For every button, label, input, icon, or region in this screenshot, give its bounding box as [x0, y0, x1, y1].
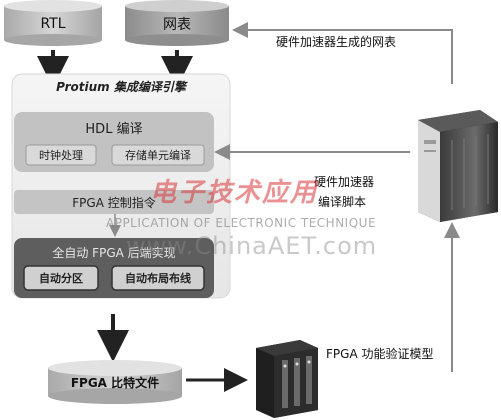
backend-title: 全自动 FPGA 后端实现 — [52, 246, 176, 260]
bitfile-cylinder — [48, 360, 182, 404]
watermark-url: www.ChinaAET.com — [126, 232, 378, 260]
watermark-cn: 电子技术应用 — [150, 178, 319, 208]
arrow-hw-netlist — [232, 22, 453, 84]
hdl-compile-title: HDL 编译 — [85, 122, 143, 137]
rtl-cylinder — [4, 0, 102, 46]
fpga-control-label: FPGA 控制指令 — [72, 195, 156, 210]
netlist-cylinder — [125, 0, 229, 46]
auto-partition-label: 自动分区 — [39, 272, 83, 285]
netlist-label: 网表 — [163, 17, 191, 33]
auto-pnr-label: 自动布局布线 — [125, 272, 191, 285]
clock-box — [25, 144, 97, 166]
clock-handling-label: 时钟处理 — [39, 149, 83, 162]
auto-partition-box — [23, 265, 99, 291]
auto-pnr-box — [111, 265, 205, 291]
verify-model-label: FPGA 功能验证模型 — [326, 347, 434, 361]
engine-title: Protium 集成编译引擎 — [56, 80, 186, 94]
fpga-control-bar — [14, 190, 214, 214]
hardware-accelerator-server — [418, 110, 498, 222]
bitfile-label: FPGA 比特文件 — [70, 375, 160, 390]
fpga-board-device — [256, 340, 318, 418]
storage-box — [111, 144, 205, 166]
hw-script-label-line1: 硬件加速器 — [314, 175, 375, 189]
hw-netlist-label: 硬件加速器生成的网表 — [276, 35, 397, 49]
storage-compile-label: 存储单元编译 — [125, 149, 191, 162]
hw-script-label-line2: 编译脚本 — [318, 195, 367, 209]
watermark-en: APPLICATION OF ELECTRONIC TECHNIQUE — [106, 216, 377, 230]
rtl-label: RTL — [40, 16, 66, 32]
